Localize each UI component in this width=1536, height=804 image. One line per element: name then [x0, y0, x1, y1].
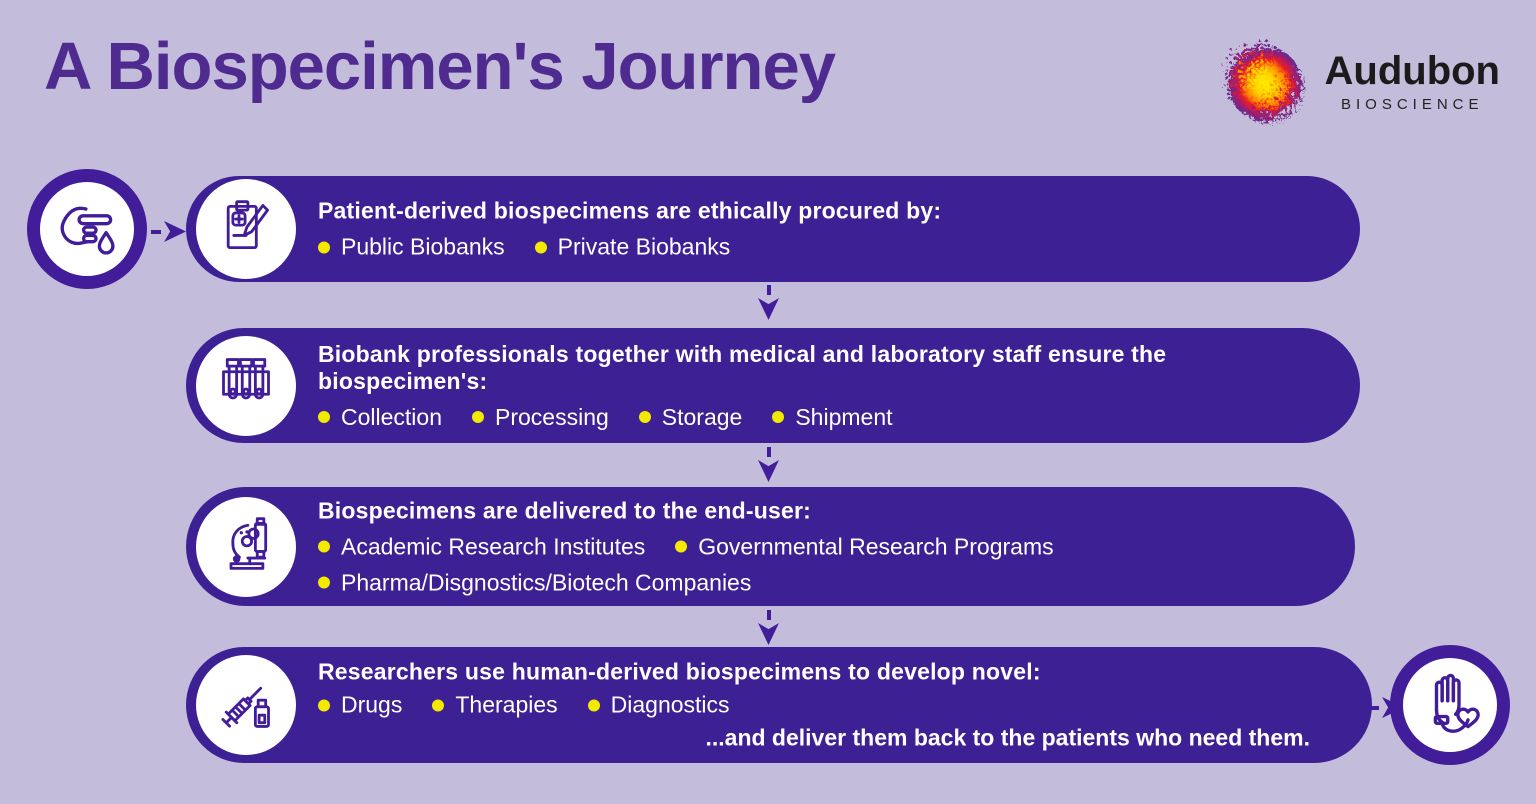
finger-prick-icon	[51, 191, 123, 268]
bullet-item: Academic Research Institutes	[318, 533, 645, 560]
step-2-heading: Biobank professionals together with medi…	[318, 340, 1167, 394]
bullet-label: Governmental Research Programs	[698, 533, 1054, 559]
step-3-icon-circle	[196, 496, 296, 597]
start-circle	[27, 169, 147, 289]
bullet-item: Shipment	[772, 403, 893, 431]
bullet-dot-icon	[318, 411, 330, 423]
bullet-label: Public Biobanks	[341, 233, 505, 260]
bullet-dot-icon	[472, 411, 484, 423]
logo-text: Audubon BIOSCIENCE	[1325, 51, 1501, 112]
bullet-item: Storage	[638, 403, 743, 431]
end-circle	[1390, 645, 1510, 765]
step-3-bullets-line-2: Pharma/Disgnostics/Biotech Companies	[318, 569, 1307, 596]
syringe-vial-icon	[216, 673, 276, 738]
hand-heart-icon	[1414, 667, 1486, 744]
bullet-label: Academic Research Institutes	[341, 533, 646, 559]
bullet-dot-icon	[318, 699, 330, 711]
flow-arrow-right-start	[151, 221, 186, 242]
bullet-dot-icon	[587, 699, 600, 711]
bullet-label: Diagnostics	[610, 691, 730, 718]
step-2-content: Biobank professionals together with medi…	[318, 341, 1312, 431]
bullet-dot-icon	[432, 699, 445, 711]
bullet-label: Processing	[495, 403, 609, 430]
microscope-icon	[216, 514, 276, 579]
bullet-label: Private Biobanks	[557, 233, 731, 260]
test-tubes-icon	[216, 353, 276, 418]
step-1-banner: Patient-derived biospecimens are ethical…	[186, 176, 1360, 282]
flow-arrow-down-2	[758, 447, 779, 482]
bullet-item: Collection	[318, 404, 442, 431]
bullet-label: Drugs	[341, 691, 403, 718]
flow-arrow-down-3	[758, 610, 779, 645]
bullet-item: Therapies	[432, 691, 558, 719]
step-4-bullets: Drugs Therapies Diagnostics	[318, 692, 1324, 719]
step-1-content: Patient-derived biospecimens are ethical…	[318, 198, 1312, 261]
step-2-icon-circle	[196, 335, 296, 436]
bullet-item: Processing	[472, 404, 609, 431]
page-title: A Biospecimen's Journey	[44, 29, 836, 104]
bullet-item: Governmental Research Programs	[675, 533, 1054, 560]
bullet-item: Diagnostics	[587, 691, 730, 719]
bullet-label: Shipment	[795, 403, 893, 430]
step-3-banner: Biospecimens are delivered to the end-us…	[186, 487, 1355, 606]
step-4-icon-circle	[196, 655, 296, 755]
bullet-dot-icon	[675, 540, 688, 553]
bullet-label: Therapies	[455, 691, 558, 718]
step-4-banner: Researchers use human-derived biospecime…	[186, 647, 1372, 763]
step-4-footer: ...and deliver them back to the patients…	[705, 724, 1310, 751]
logo: Audubon BIOSCIENCE	[1211, 30, 1501, 133]
bullet-item: Drugs	[318, 692, 402, 719]
bullet-dot-icon	[638, 411, 651, 423]
step-2-banner: Biobank professionals together with medi…	[186, 328, 1360, 443]
step-4-heading: Researchers use human-derived biospecime…	[318, 658, 1041, 685]
step-1-heading: Patient-derived biospecimens are ethical…	[318, 197, 942, 224]
step-1-bullets: Public Biobanks Private Biobanks	[318, 234, 1312, 261]
bullet-dot-icon	[318, 576, 330, 589]
bullet-label: Collection	[341, 403, 442, 430]
bullet-item: Pharma/Disgnostics/Biotech Companies	[318, 569, 751, 596]
bullet-dot-icon	[534, 241, 547, 253]
clipboard-pencil-icon	[216, 197, 276, 262]
step-3-heading: Biospecimens are delivered to the end-us…	[318, 497, 812, 523]
bullet-item: Private Biobanks	[534, 233, 731, 261]
bullet-item: Public Biobanks	[318, 234, 505, 261]
bullet-dot-icon	[772, 411, 785, 423]
bullet-dot-icon	[318, 540, 330, 553]
starburst-icon	[1211, 30, 1309, 133]
flow-arrow-down-1	[758, 285, 779, 320]
logo-name: Audubon	[1324, 49, 1501, 93]
step-2-bullets: Collection Processing Storage Shipment	[318, 404, 1312, 431]
step-1-icon-circle	[196, 179, 296, 279]
logo-subtitle: BIOSCIENCE	[1340, 96, 1484, 113]
step-4-content: Researchers use human-derived biospecime…	[318, 659, 1324, 752]
step-3-content: Biospecimens are delivered to the end-us…	[318, 497, 1307, 596]
bullet-label: Pharma/Disgnostics/Biotech Companies	[341, 569, 752, 595]
step-3-bullets-line-1: Academic Research Institutes Governmenta…	[318, 533, 1307, 560]
bullet-label: Storage	[661, 403, 743, 430]
bullet-dot-icon	[318, 241, 330, 253]
